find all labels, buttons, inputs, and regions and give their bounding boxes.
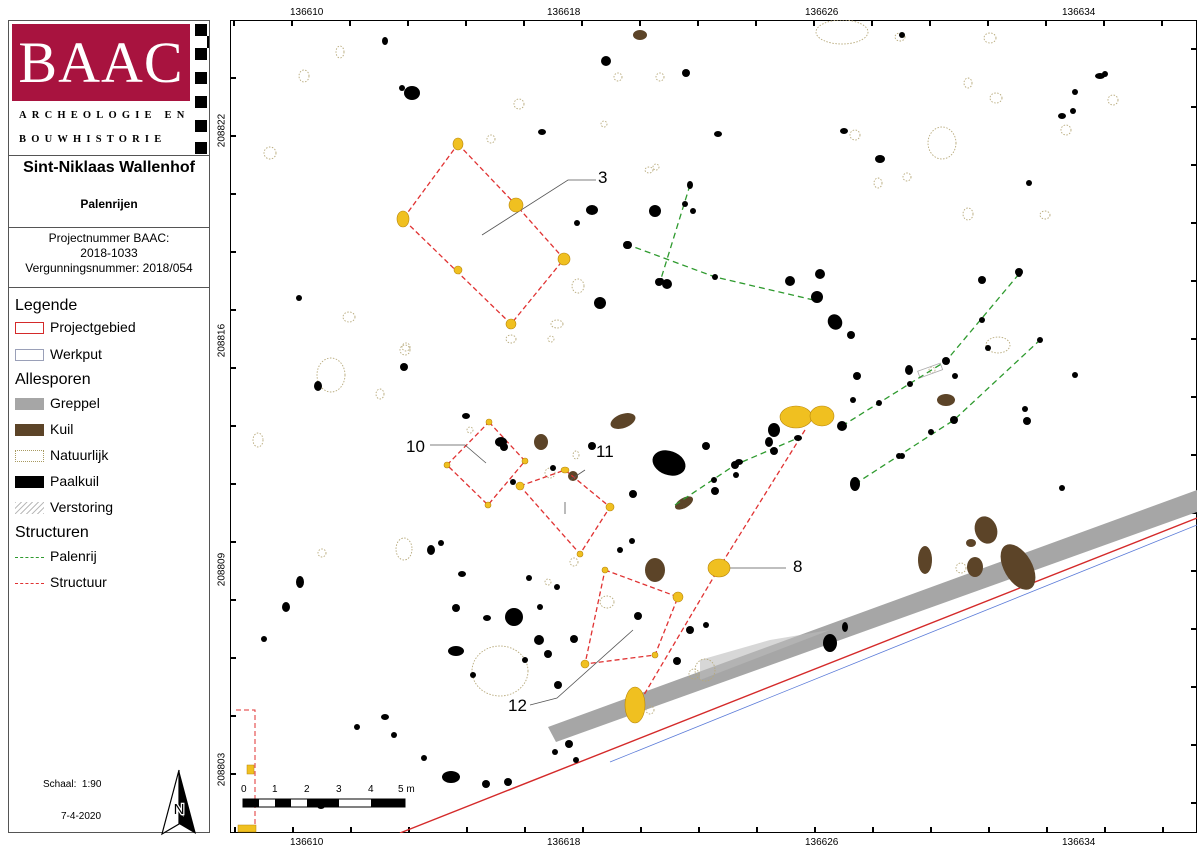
map-subtitle: Palenrijen [80, 197, 138, 211]
scale-tick: 2 [304, 784, 310, 795]
kuil-swatch [15, 424, 44, 436]
callout-3: 3 [598, 168, 607, 187]
scale-tick: 4 [368, 784, 374, 795]
x-coord-bottom: 136626 [805, 837, 839, 848]
callout-11: 11 [596, 442, 614, 461]
project-number: 2018-1033 [80, 246, 138, 260]
scale-value: 1:90 [81, 779, 102, 790]
callout-8: 8 [793, 557, 802, 576]
palenrij-postholes [623, 181, 1043, 491]
logo-line-1: ARCHEOLOGIE EN [19, 110, 190, 121]
y-coord-left: 208822 [216, 113, 228, 148]
allesporen-heading: Allesporen [15, 371, 91, 388]
x-coord-top: 136626 [805, 7, 839, 18]
structuur-postholes [396, 137, 835, 724]
scale-tick: 1 [272, 784, 278, 795]
x-coord-bottom: 136610 [290, 837, 324, 848]
scale-bar: 0 1 2 3 4 5 m [241, 784, 415, 808]
greppel-swatch [15, 398, 44, 410]
x-coord-top: 136634 [1062, 7, 1096, 18]
projectgebied-swatch [15, 322, 44, 334]
map-date: 7-4-2020 [61, 811, 102, 822]
logo-line-2: BOUWHISTORIE [19, 134, 167, 145]
map-border-ticks [230, 20, 1197, 833]
scale-text: Schaal: 1:90 [43, 779, 102, 790]
structuur-edge [236, 709, 256, 833]
north-label: N [174, 801, 185, 818]
greppel-shading [700, 630, 830, 680]
project-panel: Projectnummer BAAC: 2018-1033 Vergunning… [9, 228, 209, 288]
scale-tick: 3 [336, 784, 342, 795]
paalkuil-swatch [15, 476, 44, 488]
permit-number: Vergunningsnummer: 2018/054 [25, 261, 193, 275]
north-arrow-icon: N [161, 769, 196, 836]
project-number-label: Projectnummer BAAC: [48, 231, 170, 245]
verstoring-feature [917, 362, 944, 379]
y-coord-left: 208803 [216, 752, 228, 787]
callout-12: 12 [508, 696, 527, 715]
werkput-boundary [609, 524, 1197, 763]
scale-tick: 5 m [398, 784, 415, 795]
verstoring-swatch [15, 502, 44, 514]
x-coord-top: 136610 [290, 7, 324, 18]
baac-logo: BAAC [12, 24, 190, 101]
map-sidebar: BAAC ARCHEOLOGIE EN BOUWHISTORIE Sint-Ni… [8, 20, 210, 836]
callout-10: 10 [406, 437, 425, 456]
y-coord-left: 208816 [216, 323, 228, 358]
excavation-map[interactable]: 3 10 11 8 12 0 1 2 3 4 5 m [230, 20, 1197, 833]
palenrij-swatch [15, 557, 44, 559]
x-coord-top: 136618 [547, 7, 581, 18]
structuren-heading: Structuren [15, 524, 89, 541]
legend-heading: Legende [15, 297, 78, 314]
werkput-swatch [15, 349, 44, 361]
x-coord-bottom: 136634 [1062, 837, 1096, 848]
title-panel: Sint-Niklaas Wallenhof Palenrijen [9, 156, 209, 228]
site-title: Sint-Niklaas Wallenhof [23, 159, 195, 176]
kuil-features [534, 30, 1036, 590]
greppel-feature [548, 490, 1197, 742]
natuurlijk-features [252, 20, 1119, 715]
natuurlijk-swatch [15, 450, 44, 462]
structuur-swatch [15, 583, 44, 585]
scale-tick: 0 [241, 784, 247, 795]
legend-panel: Legende Projectgebied Werkput Allesporen… [15, 297, 136, 590]
map-background [230, 20, 1197, 833]
callout-lines [430, 179, 786, 706]
projectgebied-boundary [399, 517, 1197, 833]
logo-panel: BAAC ARCHEOLOGIE EN BOUWHISTORIE [9, 21, 209, 156]
y-coord-left: 208809 [216, 552, 228, 587]
x-coord-bottom: 136618 [547, 837, 581, 848]
